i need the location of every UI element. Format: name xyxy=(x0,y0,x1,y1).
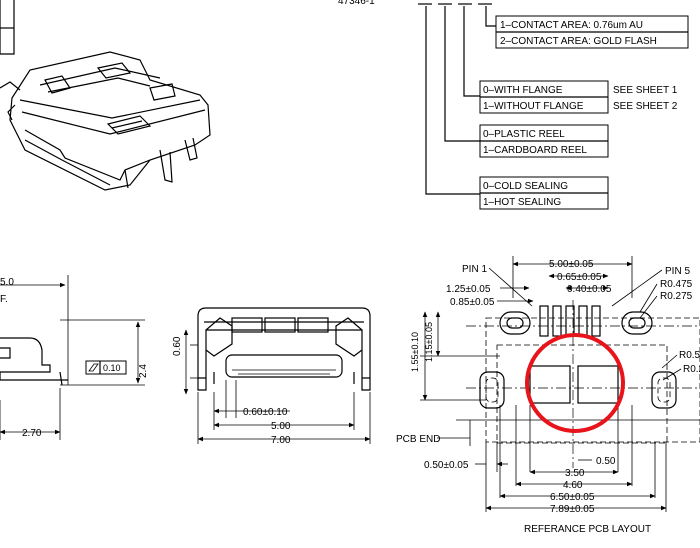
pcb-h155: 1.55±0.10 xyxy=(410,332,420,372)
see-sheet-2: SEE SHEET 2 xyxy=(613,101,678,112)
see-sheet-1: SEE SHEET 1 xyxy=(613,85,678,96)
pcb-r02: R0.2 xyxy=(683,364,700,375)
pcb-d050b: 0.50 xyxy=(596,456,616,467)
pcb-pin5: PIN 5 xyxy=(665,266,690,277)
option-contact-1: 1–CONTACT AREA: 0.76um AU xyxy=(500,20,643,31)
flatness-value: 0.10 xyxy=(103,363,121,373)
pcb-w065: 0.65±0.05 xyxy=(557,272,602,283)
option-contact-2: 2–CONTACT AREA: GOLD FLASH xyxy=(500,36,657,47)
pcb-r05: R0.50 xyxy=(679,350,700,361)
option-sealing-0: 0–COLD SEALING xyxy=(483,181,568,192)
pcb-d350: 3.50 xyxy=(565,468,585,479)
pcb-w500: 5.00±0.05 xyxy=(549,259,594,270)
highlight-circle xyxy=(525,333,625,433)
front-dim-a: 0.60±0.10 xyxy=(243,407,288,418)
pcb-pin1: PIN 1 xyxy=(462,264,487,275)
option-flange-0: 0–WITH FLANGE xyxy=(483,85,563,96)
pcb-r0275: R0.275 xyxy=(660,291,693,302)
part-number-key: 47346-1 1–CONTACT AREA: 0.76um AU 2–CONT… xyxy=(338,0,689,210)
pcb-w085: 0.85±0.05 xyxy=(450,297,495,308)
pcb-end-label: PCB END xyxy=(396,434,440,445)
option-sealing-1: 1–HOT SEALING xyxy=(483,197,561,208)
front-dim-c: 7.00 xyxy=(271,435,291,446)
side-dim-top: 5.0 xyxy=(0,277,14,288)
option-flange-1: 1–WITHOUT FLANGE xyxy=(483,101,584,112)
pcb-r0475: R0.475 xyxy=(660,279,693,290)
option-reel-0: 0–PLASTIC REEL xyxy=(483,129,565,140)
side-ref: F. xyxy=(0,294,8,305)
pcb-layout: 5.00±0.05 0.65±0.05 0.40±0.05 1.25±0.05 … xyxy=(396,256,700,535)
side-dim-bottom: 2.70 xyxy=(22,428,42,439)
front-dim-b: 5.00 xyxy=(271,421,291,432)
pcb-d650: 6.50±0.05 xyxy=(550,492,595,503)
side-view: 5.0 F. 2.4 0.10 2.70 xyxy=(0,275,149,440)
pcb-d050a: 0.50±0.05 xyxy=(424,460,469,471)
option-reel-1: 1–CARDBOARD REEL xyxy=(483,145,587,156)
pcb-d789: 7.89±0.05 xyxy=(550,504,595,515)
front-height: 0.60 xyxy=(172,336,183,356)
pcb-w125: 1.25±0.05 xyxy=(446,284,491,295)
side-height: 2.4 xyxy=(138,364,149,378)
pcb-w040: 0.40±0.05 xyxy=(567,284,612,295)
pcb-d460: 4.60 xyxy=(563,480,583,491)
connector-isometric-view xyxy=(0,0,211,191)
pcb-h115: 1.15±0.05 xyxy=(424,322,434,362)
part-number-code: 47346-1 xyxy=(338,0,375,7)
pcb-caption: REFERANCE PCB LAYOUT xyxy=(524,524,651,535)
front-view: 0.60 0.60±0.10 5.00 7.00 xyxy=(172,307,371,446)
